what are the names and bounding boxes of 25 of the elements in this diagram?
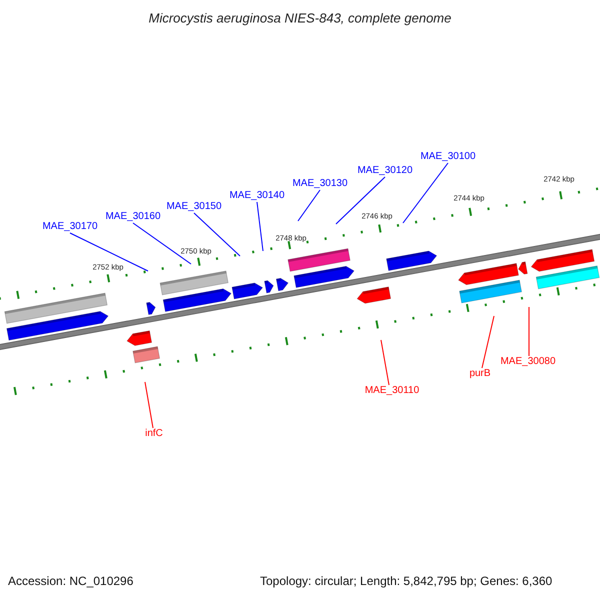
- leader-line: [194, 212, 240, 256]
- footer-text: Topology: circular; Length: 5,842,795 bp; Genes: 6,360: [260, 575, 552, 587]
- gene-label: MAE_30170: [42, 222, 98, 232]
- gene-label: MAE_30080: [500, 357, 556, 367]
- title-text: Microcystis aeruginosa NIES-843, complete genome: [148, 12, 452, 24]
- leader-line: [70, 232, 148, 272]
- gene-label: MAE_30110: [364, 386, 420, 396]
- gene-label: infC: [145, 429, 163, 439]
- leader-line: [380, 340, 390, 386]
- leader-line: [402, 162, 448, 224]
- leader-line: [144, 382, 154, 428]
- gene-label: MAE_30160: [105, 212, 161, 222]
- leader-line: [482, 316, 494, 368]
- gene-label: purB: [469, 369, 491, 379]
- gene-label: MAE_30140: [229, 191, 285, 201]
- leader-line: [256, 202, 264, 252]
- gene-label: MAE_30120: [357, 166, 413, 176]
- leader-line: [132, 222, 192, 264]
- footer-text: Accession: NC_010296: [8, 575, 134, 587]
- gene-label: MAE_30130: [292, 179, 348, 189]
- leader-line: [528, 306, 530, 356]
- gene-label: MAE_30100: [420, 152, 476, 162]
- gene-label: MAE_30150: [166, 202, 222, 212]
- leader-line: [336, 176, 386, 224]
- leader-line: [298, 190, 320, 222]
